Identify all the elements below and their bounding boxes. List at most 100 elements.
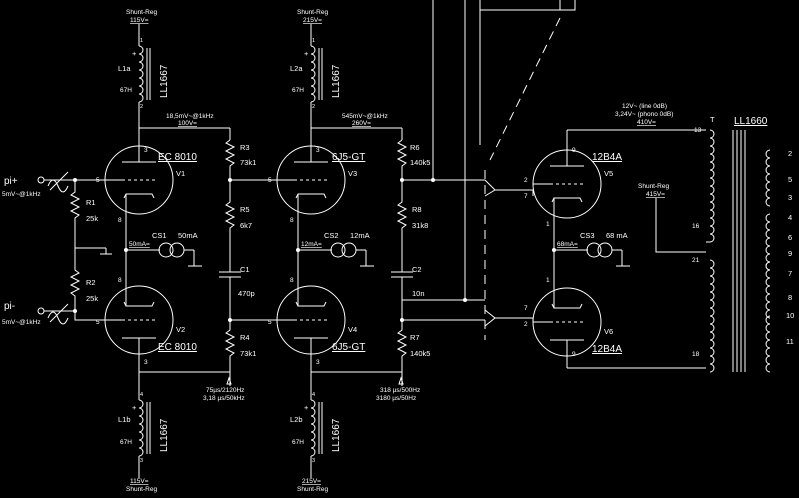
supply-v3-top: Shunt-Reg 215V= xyxy=(297,9,328,46)
resistor-value: 140k5 xyxy=(410,349,430,358)
secondary-pin: 4 xyxy=(788,213,792,222)
resistor-value: 73k1 xyxy=(240,349,256,358)
resistor-value: 140k5 xyxy=(410,158,430,167)
resistor-r8: R8 31k8 xyxy=(396,180,428,272)
cs-label: 50mA= xyxy=(129,241,150,248)
choke-pin: 1 xyxy=(140,38,143,44)
tube-type: 12B4A xyxy=(592,152,622,163)
transformer-part: LL1660 xyxy=(734,116,768,127)
resistor-value: 73k1 xyxy=(240,158,256,167)
tube-ref: V5 xyxy=(604,169,613,178)
current-source-cs2: CS2 12mA 12mA= xyxy=(298,231,374,267)
eq-time-constant: 75µs/2120Hz xyxy=(206,387,244,394)
choke-pin: 4 xyxy=(140,392,143,398)
input-minus: pi- 5mV~@1kHz xyxy=(2,301,105,326)
signal-level: 545mV~@1kHz xyxy=(342,113,388,120)
choke-pin: 3 xyxy=(312,458,315,464)
tube-pin: 9 xyxy=(572,351,576,358)
resistor-value: 31k8 xyxy=(412,221,428,230)
supply-voltage: 215V= xyxy=(303,17,322,24)
cs-ref: CS2 xyxy=(324,231,339,240)
tube-v1: 3 5 8 EC 8010 V1 xyxy=(96,140,197,224)
choke-l1a: 1 + 2 L1a 67H LL1667 xyxy=(118,38,170,140)
svg-text:+: + xyxy=(304,403,309,412)
tube-v4: 8 5 3 6J5-GT V4 xyxy=(268,277,365,366)
supply-v4-bottom: 215V= Shunt-Reg xyxy=(297,478,328,493)
tube-v3: 3 5 8 6J5-GT V3 xyxy=(268,140,365,224)
supply-title: Shunt-Reg xyxy=(297,486,328,493)
eq-time-constant: 318 µs/500Hz xyxy=(380,387,420,394)
tube-type: 6J5-GT xyxy=(332,152,365,163)
secondary-pin: 8 xyxy=(788,293,792,302)
resistor-ref: R6 xyxy=(410,143,420,152)
selector-switch xyxy=(402,0,576,340)
secondary-pin: 6 xyxy=(788,233,792,242)
choke-value: 67H xyxy=(120,87,132,94)
primary-pin: 18 xyxy=(692,351,700,358)
choke-pin: 1 xyxy=(312,38,315,44)
resistor-r2: R2 25k xyxy=(69,248,98,311)
tube-type: EC 8010 xyxy=(158,342,197,353)
resistor-value: 25k xyxy=(86,294,98,303)
resistor-ref: R8 xyxy=(412,205,422,214)
tube-pin: 2 xyxy=(524,177,528,184)
capacitor-c2: C2 10n xyxy=(391,265,425,320)
tube-type: 12B4A xyxy=(592,344,622,355)
resistor-ref: R4 xyxy=(240,333,250,342)
tube-ref: V6 xyxy=(604,327,613,336)
tube-pin: 8 xyxy=(118,217,122,224)
tube-ref: V1 xyxy=(176,169,185,178)
resistor-ref: R1 xyxy=(86,198,96,207)
choke-part: LL1667 xyxy=(331,64,342,98)
tube-pin: 7 xyxy=(524,193,528,200)
resistor-r6: R6 140k5 xyxy=(396,139,430,180)
primary-pin: 21 xyxy=(692,257,700,264)
ground xyxy=(75,247,112,255)
choke-pin: 4 xyxy=(312,392,315,398)
secondary-pin: 9 xyxy=(788,249,792,258)
secondary-pin: 2 xyxy=(788,149,792,158)
tube-type: EC 8010 xyxy=(158,152,197,163)
tube-pin: 8 xyxy=(290,277,294,284)
cs-ref: CS1 xyxy=(152,231,167,240)
transformer-ref: T xyxy=(710,115,715,124)
choke-l2b: 4 + 3 L2b 67H LL1667 xyxy=(290,392,342,464)
resistor-r1: R1 25k xyxy=(69,180,98,248)
tube-ref: V2 xyxy=(176,325,185,334)
supply-output: Shunt-Reg 415V= xyxy=(638,183,706,253)
choke-pin: 3 xyxy=(140,458,143,464)
choke-part: LL1667 xyxy=(331,418,342,452)
tube-v5: 9 2 7 1 12B4A V5 xyxy=(524,130,622,228)
secondary-pin: 3 xyxy=(788,193,792,202)
cs-value: 68 mA xyxy=(606,231,628,240)
tube-v6: 7 2 1 9 12B4A V6 xyxy=(524,277,622,368)
tube-pin: 7 xyxy=(524,305,528,312)
tube-ref: V3 xyxy=(348,169,357,178)
input-plus: pi+ 5mV~@1kHz xyxy=(2,171,105,198)
secondary-pin: 7 xyxy=(788,269,792,278)
choke-part: LL1667 xyxy=(159,418,170,452)
choke-ref: L1a xyxy=(118,64,131,73)
eq-time-constant: 3,18 µs/50kHz xyxy=(203,395,245,402)
tube-pin: 1 xyxy=(546,277,550,284)
primary-pin: 13 xyxy=(694,127,702,134)
cs-label: 68mA= xyxy=(557,241,578,248)
signal-level: 18,5mV~@1kHz xyxy=(166,113,214,120)
resistor-ref: R2 xyxy=(86,278,96,287)
tube-pin: 1 xyxy=(546,221,550,228)
input-signal: 5mV~@1kHz xyxy=(2,319,41,326)
supply-v2-bottom: 115V= Shunt-Reg xyxy=(126,478,157,493)
primary-pin: 16 xyxy=(692,223,700,230)
capacitor-value: 10n xyxy=(412,289,425,298)
choke-pin: 2 xyxy=(140,104,143,110)
choke-part: LL1667 xyxy=(159,64,170,98)
capacitor-ref: C2 xyxy=(412,265,422,274)
dc-level: 260V= xyxy=(352,120,371,127)
tube-pin: 5 xyxy=(96,319,100,326)
cs-value: 12mA xyxy=(350,231,370,240)
stage2-annotation: 545mV~@1kHz 260V= xyxy=(311,113,402,129)
resistor-r4: R4 73k1 xyxy=(224,320,256,372)
choke-l2a: 1 + 2 L2a 67H LL1667 xyxy=(290,38,342,140)
tube-ref: V4 xyxy=(348,325,357,334)
